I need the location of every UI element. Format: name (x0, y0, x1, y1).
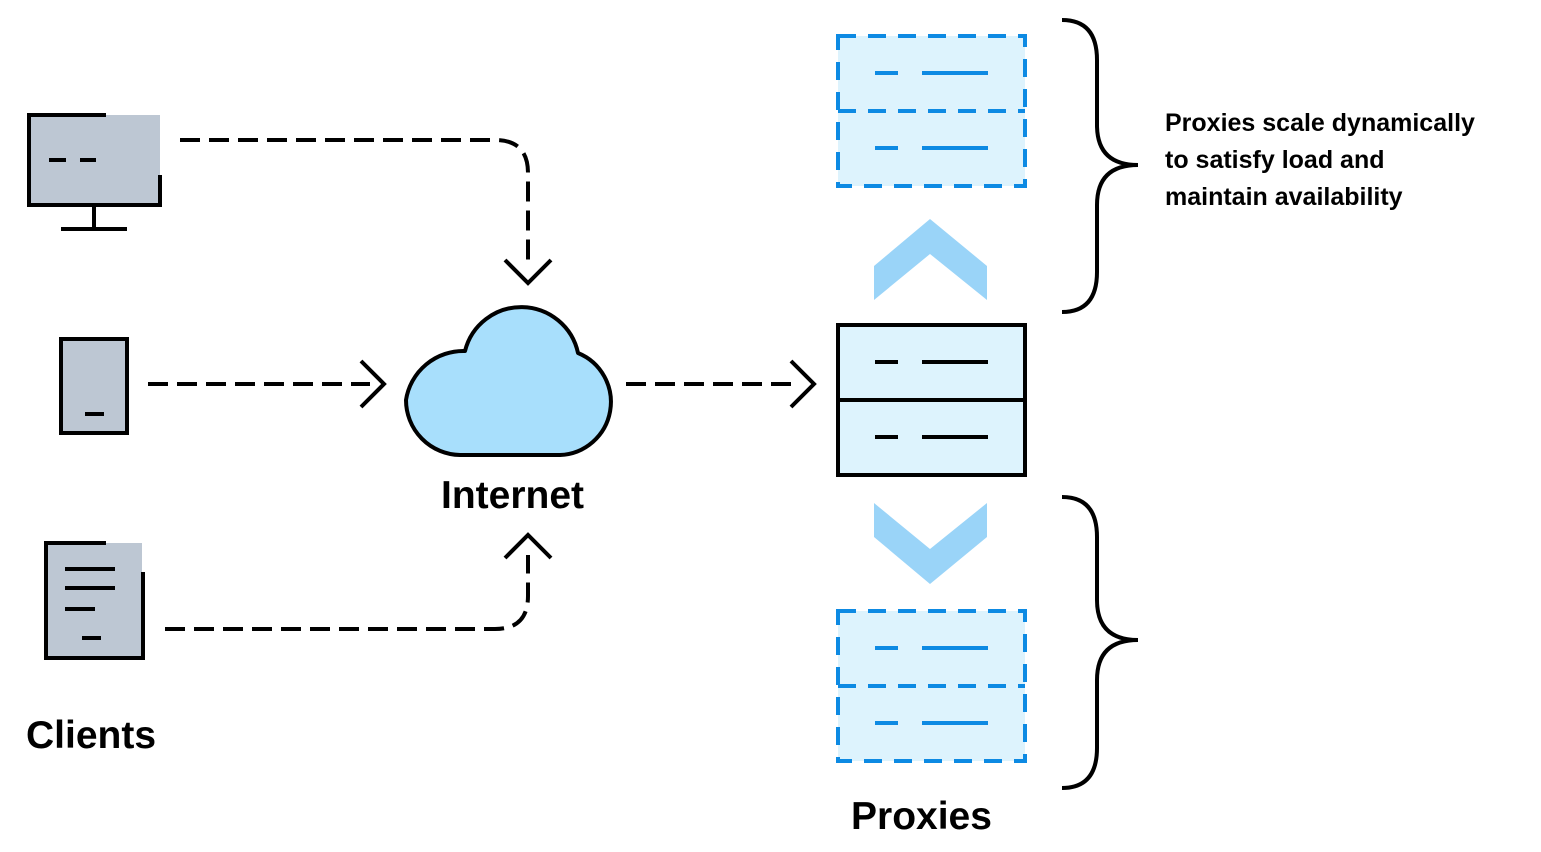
brace-top-icon (1061, 18, 1139, 314)
phone-icon (59, 337, 129, 435)
proxy-scaled-down (836, 609, 1027, 763)
proxy-scaled-up (836, 34, 1027, 188)
internet-label: Internet (441, 474, 585, 517)
scale-up-arrow-icon (874, 219, 987, 300)
server-icon (836, 323, 1027, 477)
scale-down-arrow-icon (874, 503, 987, 584)
server-icon (836, 609, 1027, 763)
cloud-icon (404, 305, 613, 457)
edge-internet-to-proxy (626, 359, 817, 409)
brace-bottom-icon (1061, 495, 1139, 790)
scaling-note-line: maintain availability (1165, 183, 1403, 211)
edge-mobile-to-internet (148, 359, 387, 409)
proxy-active (836, 323, 1027, 477)
clients-label: Clients (26, 714, 157, 757)
internet (404, 305, 613, 457)
scaling-note: Proxies scale dynamically to satisfy loa… (1165, 105, 1541, 216)
scaling-note-line: to satisfy load and (1165, 146, 1385, 174)
monitor-icon (27, 113, 162, 231)
mobile-client (59, 337, 129, 435)
scaling-note-line: Proxies scale dynamically (1165, 109, 1475, 137)
document-client (44, 541, 145, 660)
edge-document-to-internet (165, 532, 553, 631)
edge-desktop-to-internet (180, 138, 553, 286)
desktop-client (27, 113, 162, 231)
server-icon (836, 34, 1027, 188)
document-icon (44, 541, 145, 660)
proxies-label: Proxies (851, 795, 992, 838)
